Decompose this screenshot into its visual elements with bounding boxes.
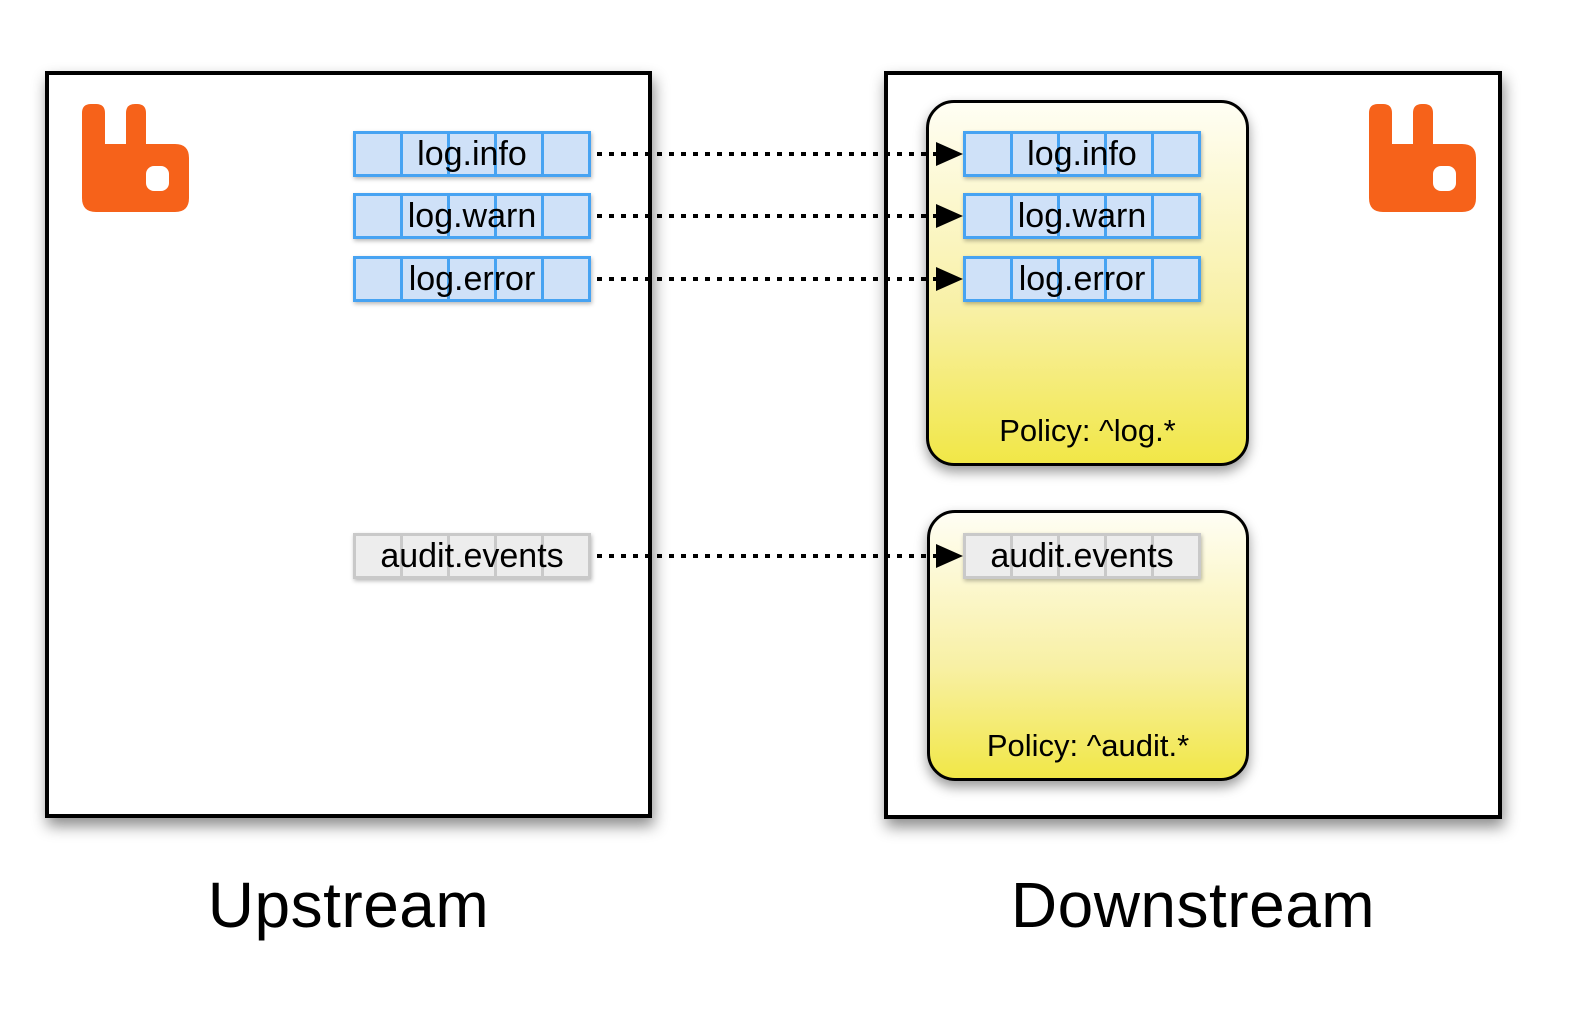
upstream-queue-log-warn: log.warn xyxy=(353,193,591,239)
arrow-right-icon xyxy=(936,267,963,291)
queue-segment xyxy=(544,134,588,174)
queue-segment xyxy=(1013,134,1057,174)
federation-link-log-info xyxy=(597,152,936,156)
queue-segment xyxy=(497,259,541,299)
queue-segment xyxy=(966,536,1010,576)
federation-link-log-warn xyxy=(597,214,936,218)
queue-segment xyxy=(1107,536,1151,576)
queue-segment xyxy=(1060,134,1104,174)
queue-label: log.error xyxy=(408,260,536,298)
federation-link-log-error xyxy=(597,277,936,281)
queue-label: audit.events xyxy=(380,537,564,575)
queue-segment xyxy=(497,536,541,576)
queue-segment xyxy=(544,259,588,299)
queue-segment xyxy=(1060,536,1104,576)
upstream-broker-box xyxy=(45,71,652,818)
queue-label: log.warn xyxy=(407,197,537,235)
policy-audit-label: Policy: ^audit.* xyxy=(986,728,1190,763)
queue-segment xyxy=(356,134,400,174)
queue-label: log.warn xyxy=(1017,197,1147,235)
queue-label: log.error xyxy=(1018,260,1146,298)
upstream-queue-log-info: log.info xyxy=(353,131,591,177)
upstream-queue-log-error: log.error xyxy=(353,256,591,302)
policy-log-label: Policy: ^log.* xyxy=(999,413,1176,448)
queue-segment xyxy=(1013,259,1057,299)
queue-segment xyxy=(356,196,400,236)
arrow-right-icon xyxy=(936,544,963,568)
queue-segment xyxy=(403,259,447,299)
queue-label: audit.events xyxy=(990,537,1174,575)
queue-segment xyxy=(450,536,494,576)
queue-segment xyxy=(1060,259,1104,299)
downstream-broker-box: Policy: ^log.* Policy: ^audit.* xyxy=(884,71,1502,819)
downstream-queue-log-info: log.info xyxy=(963,131,1201,177)
downstream-queue-audit-events: audit.events xyxy=(963,533,1201,579)
queue-segment xyxy=(1013,196,1057,236)
queue-segment xyxy=(966,259,1010,299)
queue-segment xyxy=(497,134,541,174)
queue-segment xyxy=(966,134,1010,174)
queue-segment xyxy=(497,196,541,236)
queue-segment xyxy=(1107,259,1151,299)
queue-segment xyxy=(1107,196,1151,236)
rabbitmq-logo-icon xyxy=(1369,104,1476,212)
queue-segment xyxy=(1013,536,1057,576)
queue-segment xyxy=(450,196,494,236)
upstream-queue-audit-events: audit.events xyxy=(353,533,591,579)
federation-link-audit-events xyxy=(597,554,936,558)
queue-segment xyxy=(1060,196,1104,236)
queue-segment xyxy=(966,196,1010,236)
downstream-queue-log-warn: log.warn xyxy=(963,193,1201,239)
queue-segment xyxy=(403,196,447,236)
rabbitmq-logo-icon xyxy=(82,104,189,212)
downstream-caption: Downstream xyxy=(1010,869,1376,941)
queue-segment xyxy=(403,134,447,174)
queue-segment xyxy=(1154,134,1198,174)
upstream-caption: Upstream xyxy=(207,869,490,941)
queue-segment xyxy=(1107,134,1151,174)
queue-segment xyxy=(544,536,588,576)
downstream-queue-log-error: log.error xyxy=(963,256,1201,302)
queue-segment xyxy=(1154,536,1198,576)
queue-segment xyxy=(1154,259,1198,299)
queue-segment xyxy=(356,259,400,299)
queue-segment xyxy=(403,536,447,576)
arrow-right-icon xyxy=(936,142,963,166)
arrow-right-icon xyxy=(936,204,963,228)
queue-label: log.info xyxy=(417,135,527,173)
queue-segment xyxy=(450,134,494,174)
queue-segment xyxy=(1154,196,1198,236)
queue-segment xyxy=(450,259,494,299)
queue-segment xyxy=(544,196,588,236)
queue-segment xyxy=(356,536,400,576)
queue-label: log.info xyxy=(1027,135,1137,173)
